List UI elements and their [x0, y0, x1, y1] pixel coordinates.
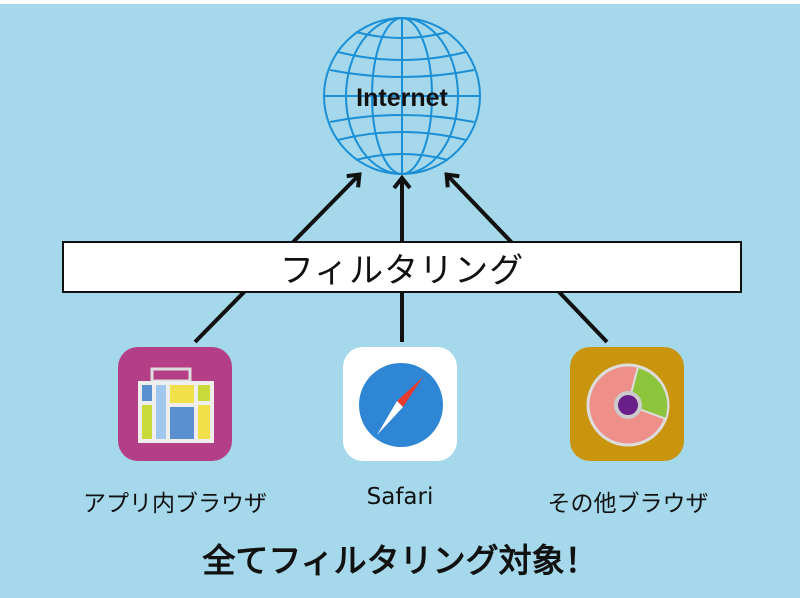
globe-icon: [323, 17, 481, 175]
caption: 全てフィルタリング対象！: [202, 541, 598, 580]
in-app-browser-label: アプリ内ブラウザ: [83, 491, 267, 517]
other-browser-icon: [570, 347, 684, 461]
filtering-label: フィルタリング: [279, 250, 525, 291]
safari-compass-icon: [343, 347, 457, 461]
safari-label: Safari: [366, 484, 434, 510]
other-browser-label: その他ブラウザ: [547, 491, 709, 517]
internet-label: Internet: [356, 84, 448, 112]
filtering-box: フィルタリング: [62, 241, 742, 293]
in-app-browser-icon: [118, 347, 232, 461]
diagram: Internet フィルタリング アプリ内ブラウザ Safari その他ブラウザ…: [0, 4, 800, 598]
